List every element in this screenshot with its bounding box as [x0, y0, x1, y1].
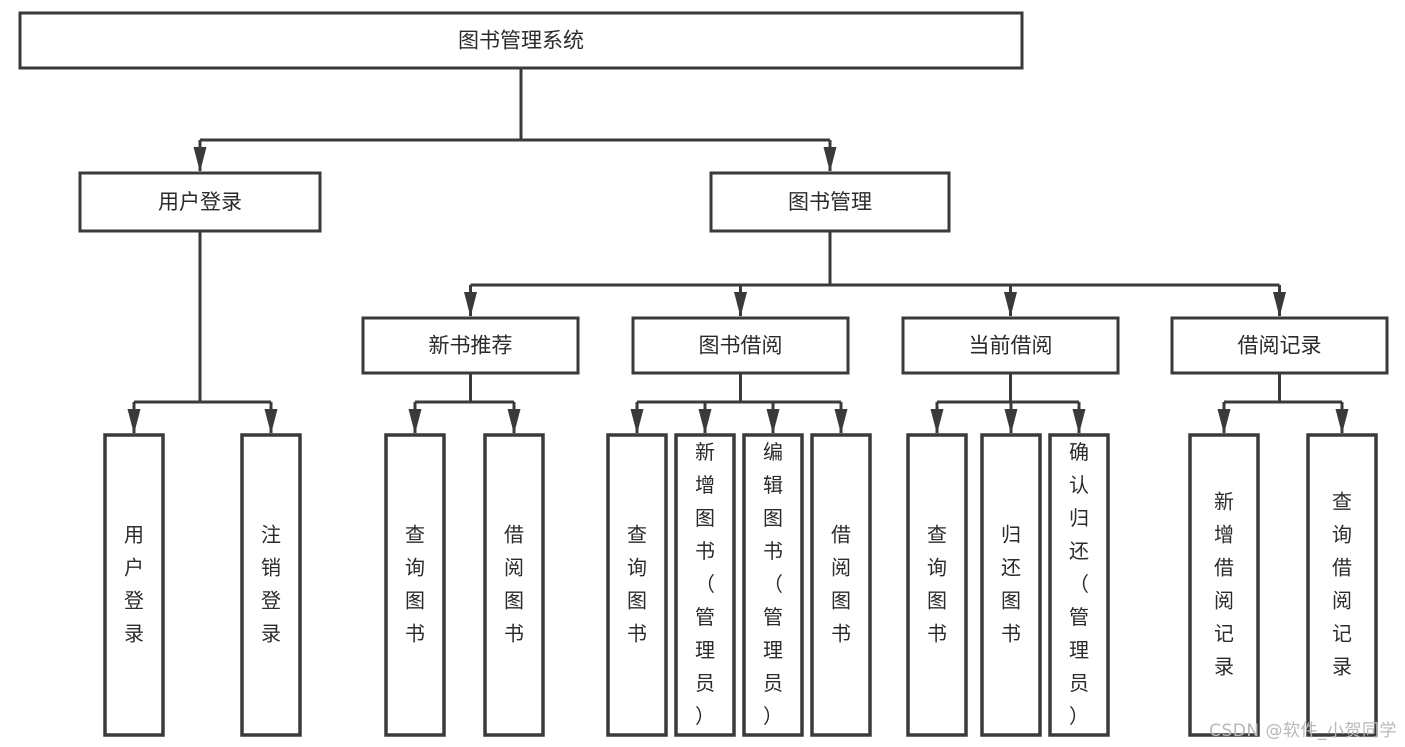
node-leaf-user-login[interactable]: 用户登录	[103, 433, 165, 737]
arrow-head	[734, 292, 747, 317]
node-box	[709, 171, 951, 233]
arrow-head	[127, 409, 141, 434]
node-book-borrow[interactable]: 图书借阅	[631, 316, 850, 375]
node-new-book-recommend[interactable]: 新书推荐	[361, 316, 580, 375]
node-box	[1048, 433, 1110, 737]
node-box	[1170, 316, 1389, 375]
node-box	[674, 433, 736, 737]
node-label: 当前借阅	[969, 334, 1053, 358]
connector-group-root	[193, 68, 837, 172]
arrow-head	[823, 147, 837, 172]
arrow-head	[630, 409, 644, 434]
node-leaf-query-book-2[interactable]: 查询图书	[606, 433, 668, 737]
node-leaf-return-book[interactable]: 归还图书	[980, 433, 1042, 737]
node-book-manage[interactable]: 图书管理	[709, 171, 951, 233]
arrow-head	[264, 409, 278, 434]
node-label: 借阅记录	[1238, 334, 1322, 358]
node-label: 借阅图书	[504, 522, 524, 645]
node-borrow-record[interactable]: 借阅记录	[1170, 316, 1389, 375]
node-box	[606, 433, 668, 737]
node-leaf-borrow-book-1[interactable]: 借阅图书	[483, 433, 545, 737]
arrow-head	[464, 292, 477, 317]
node-root[interactable]: 图书管理系统	[18, 11, 1024, 70]
node-leaf-add-book[interactable]: 新增图书（管理员）	[674, 433, 736, 737]
node-box	[742, 433, 804, 737]
arrow-head	[193, 147, 207, 172]
node-label: 新书推荐	[429, 334, 513, 358]
node-label: 用户登录	[124, 522, 144, 645]
node-label: 新增借阅记录	[1214, 489, 1234, 678]
node-leaf-query-book-1[interactable]: 查询图书	[384, 433, 446, 737]
node-label: 图书管理	[788, 190, 872, 214]
arrow-head	[1335, 409, 1349, 434]
node-leaf-query-record[interactable]: 查询借阅记录	[1306, 433, 1378, 737]
node-box	[18, 11, 1024, 70]
arrow-head	[408, 409, 422, 434]
connector-group-book-manage	[464, 231, 1286, 317]
node-box	[1188, 433, 1260, 737]
node-leaf-confirm-return[interactable]: 确认归还（管理员）	[1048, 433, 1110, 737]
node-box	[78, 171, 322, 233]
arrow-head	[1004, 409, 1018, 434]
node-label: 归还图书	[1001, 522, 1021, 645]
node-label: 确认归还（管理员）	[1069, 440, 1089, 728]
node-user-login[interactable]: 用户登录	[78, 171, 322, 233]
arrow-head	[1004, 292, 1017, 317]
arrow-head	[507, 409, 521, 434]
arrow-head	[834, 409, 848, 434]
node-box	[901, 316, 1120, 375]
arrow-head	[1273, 292, 1286, 317]
node-label: 查询借阅记录	[1332, 489, 1352, 678]
connectors-layer	[127, 68, 1349, 434]
node-leaf-add-record[interactable]: 新增借阅记录	[1188, 433, 1260, 737]
connector-group-user-login	[127, 231, 278, 434]
node-leaf-borrow-book-2[interactable]: 借阅图书	[810, 433, 872, 737]
connector-group-borrow-record	[1217, 373, 1349, 434]
node-box	[810, 433, 872, 737]
node-label: 新增图书（管理员）	[695, 440, 715, 728]
node-label: 图书借阅	[699, 334, 783, 358]
node-label: 借阅图书	[831, 522, 851, 645]
node-label: 查询图书	[405, 522, 425, 645]
connector-group-new-book-recommend	[408, 373, 521, 434]
connector-group-current-borrow	[930, 373, 1086, 434]
node-box	[361, 316, 580, 375]
node-leaf-logout[interactable]: 注销登录	[240, 433, 302, 737]
node-box	[483, 433, 545, 737]
node-leaf-query-book-3[interactable]: 查询图书	[906, 433, 968, 737]
node-current-borrow[interactable]: 当前借阅	[901, 316, 1120, 375]
node-box	[980, 433, 1042, 737]
nodes-layer: 图书管理系统用户登录图书管理新书推荐图书借阅当前借阅借阅记录用户登录注销登录查询…	[18, 11, 1389, 737]
node-label: 查询图书	[927, 522, 947, 645]
arrow-head	[1072, 409, 1086, 434]
arrow-head	[698, 409, 712, 434]
node-box	[384, 433, 446, 737]
node-label: 编辑图书（管理员）	[763, 440, 783, 728]
connector-group-book-borrow	[630, 373, 848, 434]
node-label: 用户登录	[158, 190, 242, 214]
arrow-head	[1217, 409, 1231, 434]
arrow-head	[930, 409, 944, 434]
node-label: 查询图书	[627, 522, 647, 645]
node-box	[631, 316, 850, 375]
node-label: 注销登录	[261, 522, 281, 645]
node-box	[103, 433, 165, 737]
node-box	[240, 433, 302, 737]
node-leaf-edit-book[interactable]: 编辑图书（管理员）	[742, 433, 804, 737]
node-box	[906, 433, 968, 737]
node-box	[1306, 433, 1378, 737]
node-label: 图书管理系统	[458, 29, 584, 53]
arrow-head	[766, 409, 780, 434]
